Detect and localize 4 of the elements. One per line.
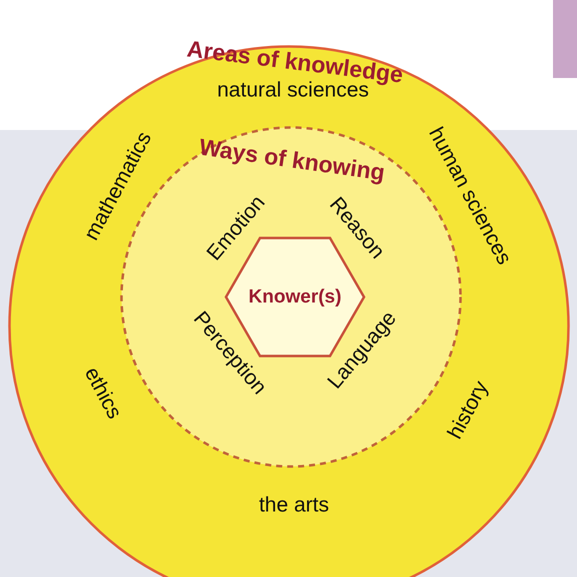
item-label: the arts bbox=[258, 494, 330, 516]
heading-text: Knower(s) bbox=[248, 288, 342, 306]
heading-text: Ways of knowing bbox=[198, 136, 386, 184]
item-label: ethics bbox=[80, 364, 126, 422]
